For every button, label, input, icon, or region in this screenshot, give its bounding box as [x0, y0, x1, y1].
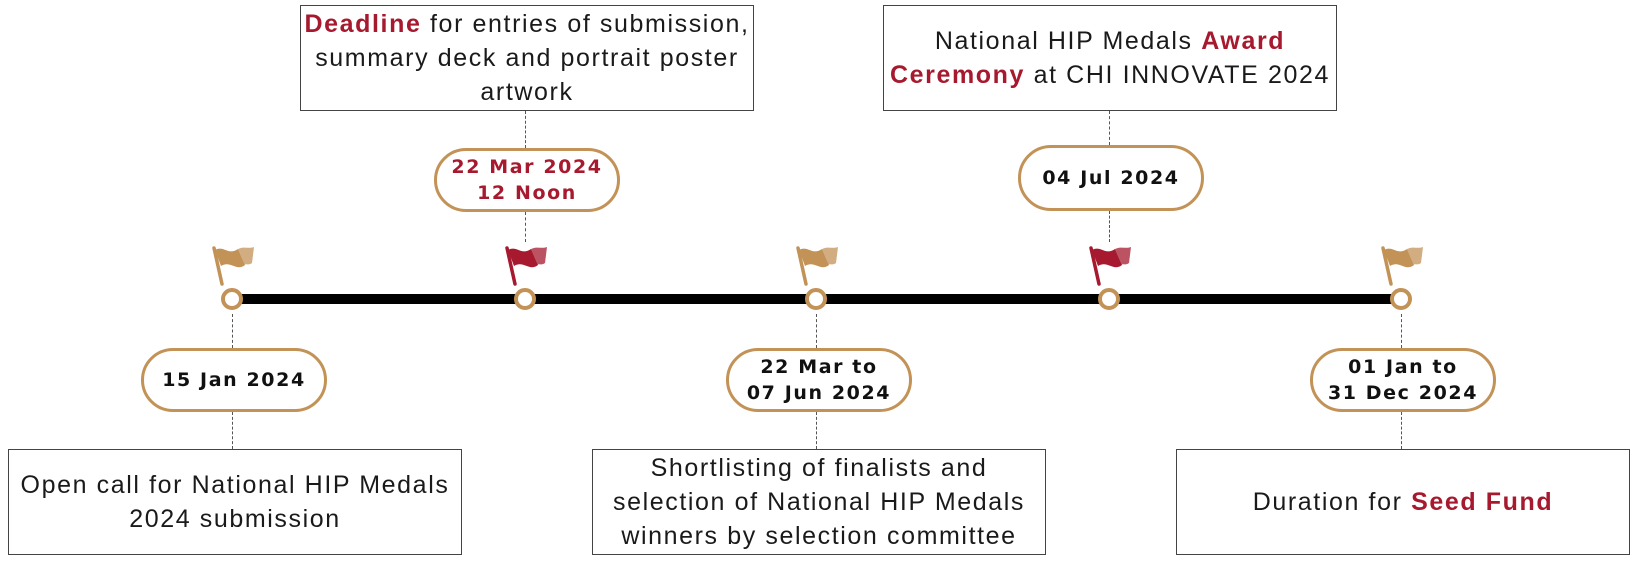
date-text: 22 Mar 2024 [451, 156, 603, 178]
date-pill-open-call: 15 Jan 2024 [141, 348, 327, 412]
flag-icon [212, 246, 254, 286]
milestone-description: Duration for Seed Fund [1252, 488, 1554, 516]
date-pill-shortlisting: 22 Mar to 07 Jun 2024 [726, 348, 912, 412]
connector-line [525, 212, 526, 242]
date-pill-award-ceremony: 04 Jul 2024 [1018, 145, 1204, 211]
connector-line [1401, 314, 1402, 348]
connector-line [232, 412, 233, 449]
timeline-node [1390, 288, 1412, 310]
date-text: 04 Jul 2024 [1042, 167, 1180, 189]
flag-icon [1089, 246, 1131, 286]
date-text: 22 Mar to [760, 356, 878, 378]
milestone-box-open-call: Open call for National HIP Medals 2024 s… [8, 449, 462, 555]
milestone-box-seed-fund: Duration for Seed Fund [1176, 449, 1630, 555]
milestone-description: Shortlisting of finalists and selection … [612, 454, 1026, 550]
milestone-description: Open call for National HIP Medals 2024 s… [20, 471, 450, 533]
date-text: 15 Jan 2024 [162, 369, 306, 391]
connector-line [816, 412, 817, 449]
connector-line [232, 314, 233, 348]
date-text: 31 Dec 2024 [1327, 382, 1479, 404]
connector-line [816, 314, 817, 348]
date-pill-deadline: 22 Mar 2024 12 Noon [434, 148, 620, 212]
milestone-description: National HIP Medals Award Ceremony at CH… [889, 27, 1331, 89]
flag-icon [1381, 246, 1423, 286]
time-text: 12 Noon [477, 182, 577, 204]
timeline-node [1098, 288, 1120, 310]
timeline-node [514, 288, 536, 310]
connector-line [1109, 111, 1110, 145]
connector-line [525, 111, 526, 148]
timeline-node [221, 288, 243, 310]
connector-line [1109, 211, 1110, 242]
milestone-description: Deadline for entries of submission, summ… [304, 10, 750, 106]
milestone-box-deadline: Deadline for entries of submission, summ… [300, 5, 754, 111]
date-text: 01 Jan to [1348, 356, 1458, 378]
flag-icon [505, 246, 547, 286]
milestone-box-shortlisting: Shortlisting of finalists and selection … [592, 449, 1046, 555]
connector-line [1401, 412, 1402, 449]
timeline-node [805, 288, 827, 310]
flag-icon [796, 246, 838, 286]
milestone-box-award-ceremony: National HIP Medals Award Ceremony at CH… [883, 5, 1337, 111]
date-pill-seed-fund: 01 Jan to 31 Dec 2024 [1310, 348, 1496, 412]
date-text: 07 Jun 2024 [746, 382, 892, 404]
